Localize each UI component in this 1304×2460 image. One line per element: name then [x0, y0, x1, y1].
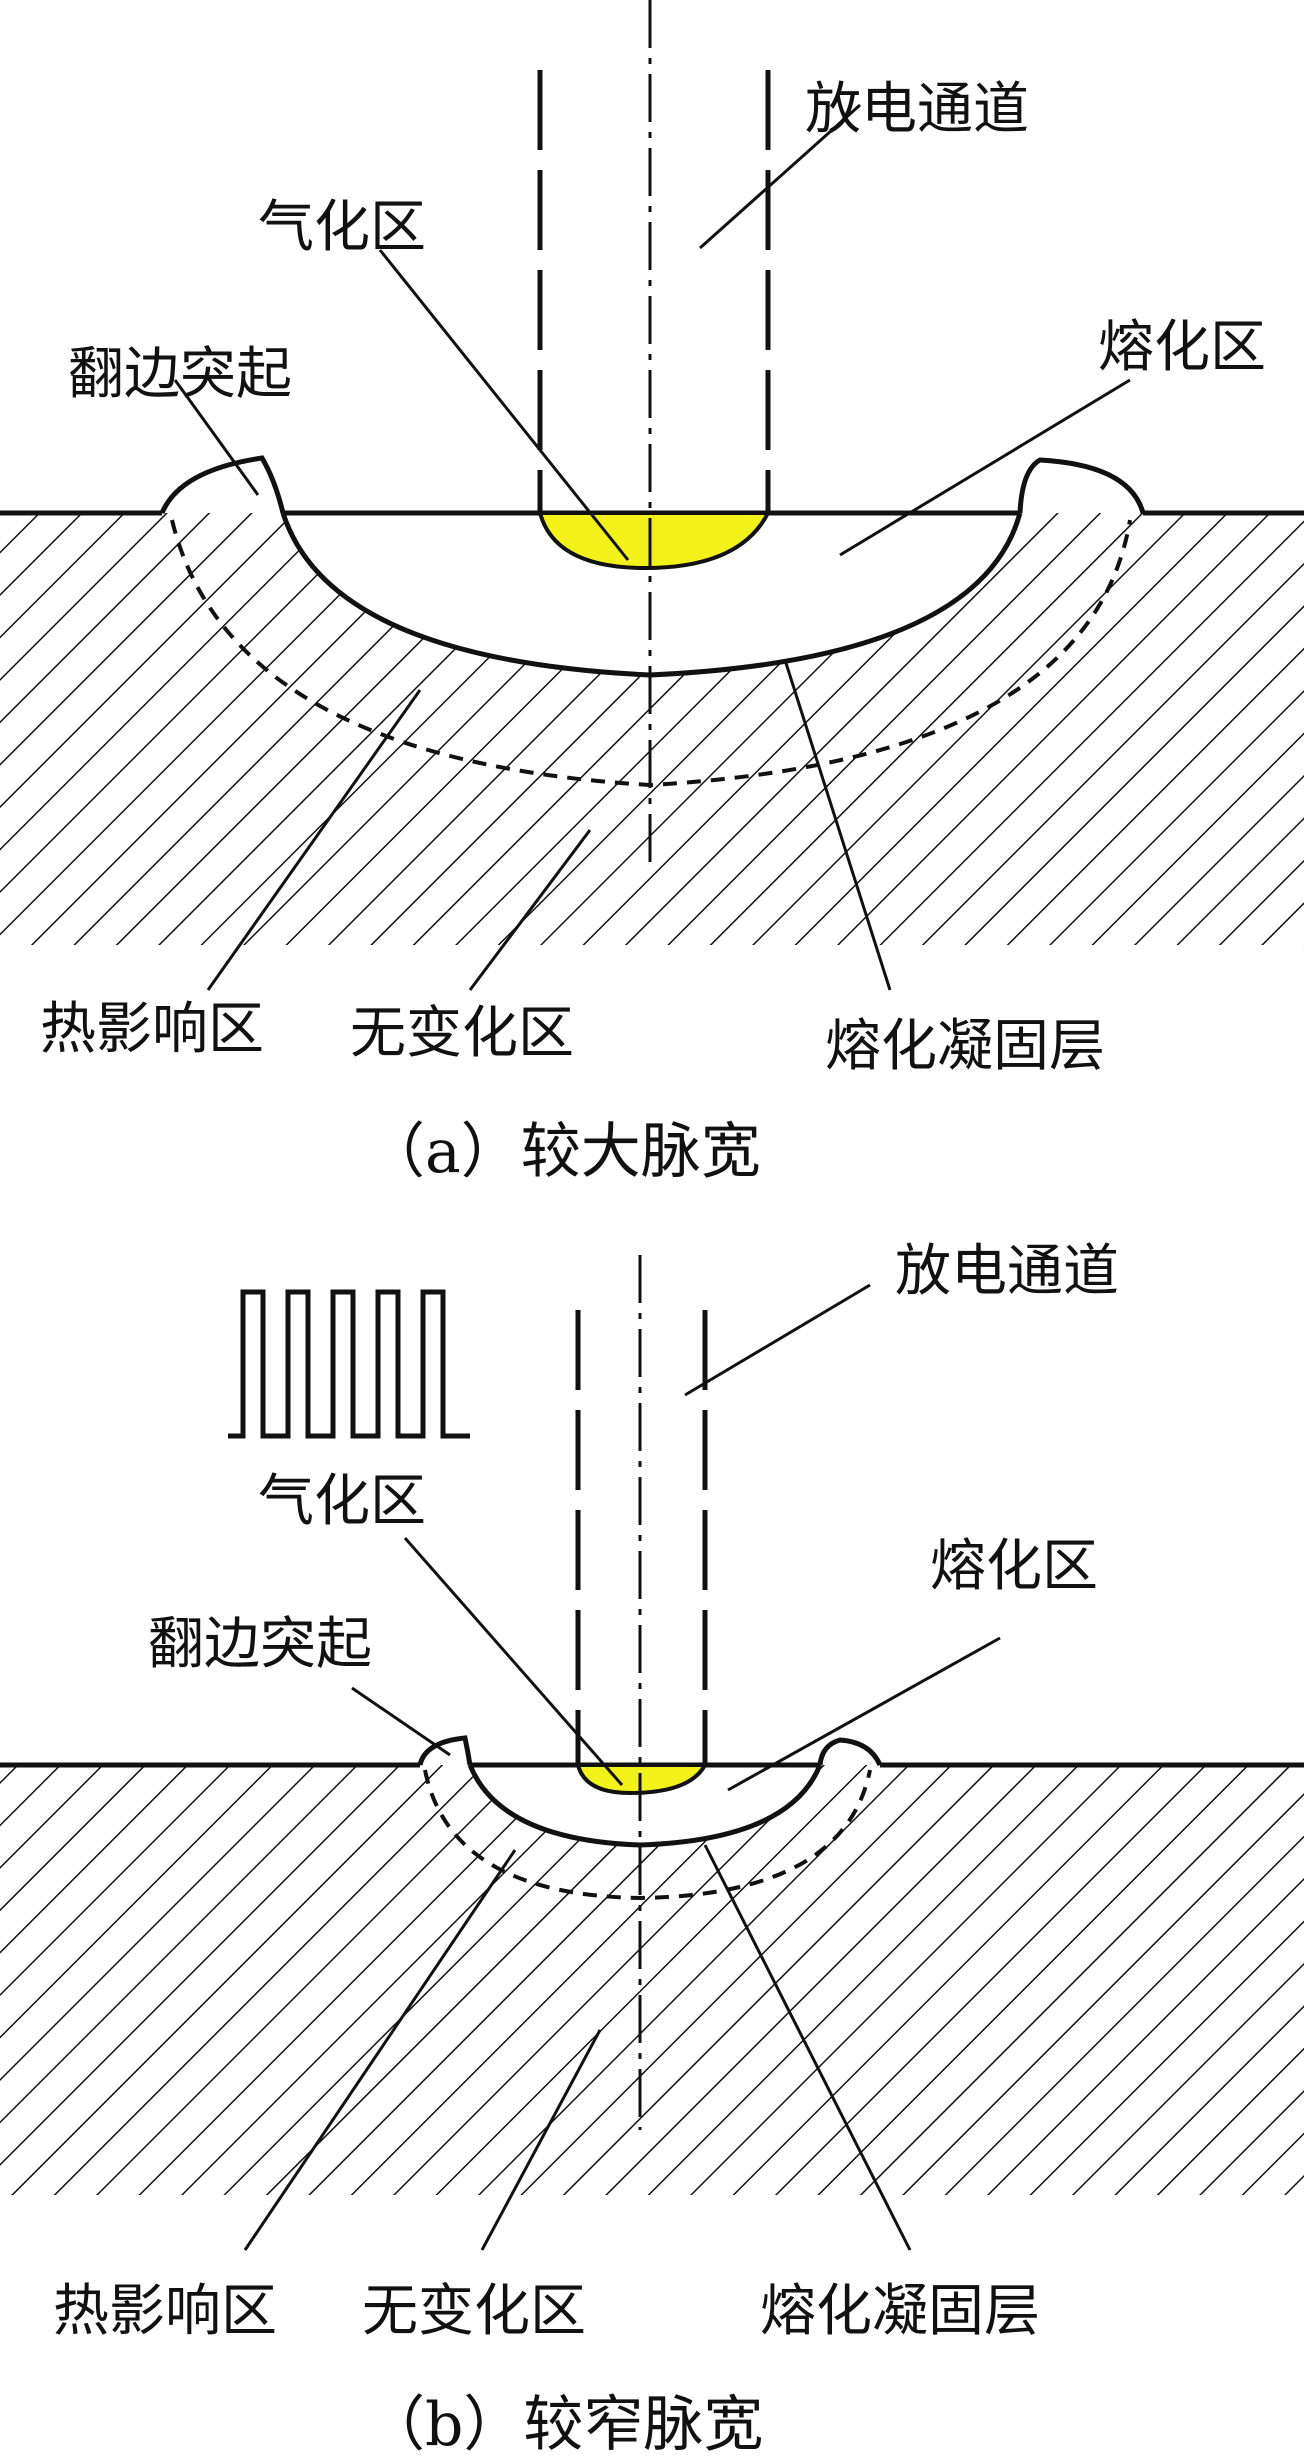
pulse-train-icon [228, 1289, 470, 1439]
leader-unchanged-zone-a [468, 829, 592, 991]
label-recast-layer-b: 熔化凝固层 [760, 2279, 1040, 2344]
leader-vaporization-zone-b [403, 1537, 624, 1786]
crater-outline-b [467, 1764, 823, 1848]
label-melting-zone-b: 熔化区 [930, 1534, 1098, 1599]
leader-unchanged-zone-b [480, 2029, 602, 2251]
label-vaporization-zone-b: 气化区 [258, 1469, 426, 1534]
caption-b: （b）较窄脉宽 [365, 2390, 763, 2460]
panel-a: 放电通道 气化区 翻边突起 熔化区 热影响区 无变化区 熔化凝固层 （a）较大脉… [0, 0, 1304, 1187]
leader-melting-zone-a [839, 378, 1131, 557]
leader-flanging-b [351, 1686, 451, 1757]
leader-recast-layer-b [703, 1844, 912, 2251]
caption-a: （a）较大脉宽 [365, 1117, 761, 1187]
label-flanging-b: 翻边突起 [148, 1612, 372, 1677]
vaporization-zone-a [537, 511, 772, 571]
label-discharge-channel-b: 放电通道 [895, 1239, 1119, 1304]
label-unchanged-zone-a: 无变化区 [350, 1001, 574, 1066]
leader-discharge-channel-b [684, 1283, 871, 1397]
leader-vaporization-zone-a [378, 249, 630, 561]
label-discharge-channel-a: 放电通道 [805, 77, 1029, 142]
leader-heat-affected-b [243, 1849, 517, 2251]
leader-flanging-a [173, 379, 260, 496]
leader-melting-zone-b [727, 1636, 1001, 1792]
label-melting-zone-a: 熔化区 [1098, 315, 1266, 380]
label-recast-layer-a: 熔化凝固层 [825, 1014, 1105, 1079]
label-heat-affected-zone-a: 热影响区 [40, 997, 264, 1062]
flanging-rim-left-fill-a [162, 458, 283, 513]
label-unchanged-zone-b: 无变化区 [362, 2279, 586, 2344]
flanging-rim-right-fill-b [820, 1740, 880, 1765]
melting-zone-b [470, 1765, 820, 1845]
label-vaporization-zone-a: 气化区 [258, 195, 426, 260]
leader-discharge-channel-a [699, 103, 861, 250]
flanging-rim-left-a [159, 455, 286, 515]
panel-b: 放电通道 气化区 翻边突起 熔化区 热影响区 无变化区 熔化凝固层 （b）较窄脉… [0, 1239, 1304, 2460]
flanging-rim-right-a [1017, 457, 1146, 514]
flanging-rim-right-fill-a [1020, 460, 1143, 513]
label-flanging-a: 翻边突起 [68, 342, 292, 407]
flanging-rim-left-b [417, 1735, 473, 1766]
leader-heat-affected-a [206, 689, 422, 991]
label-heat-affected-zone-b: 热影响区 [53, 2279, 277, 2344]
leader-recast-layer-a [783, 659, 892, 991]
heat-affected-boundary-b [423, 1769, 872, 1901]
flanging-rim-right-b [817, 1737, 883, 1767]
